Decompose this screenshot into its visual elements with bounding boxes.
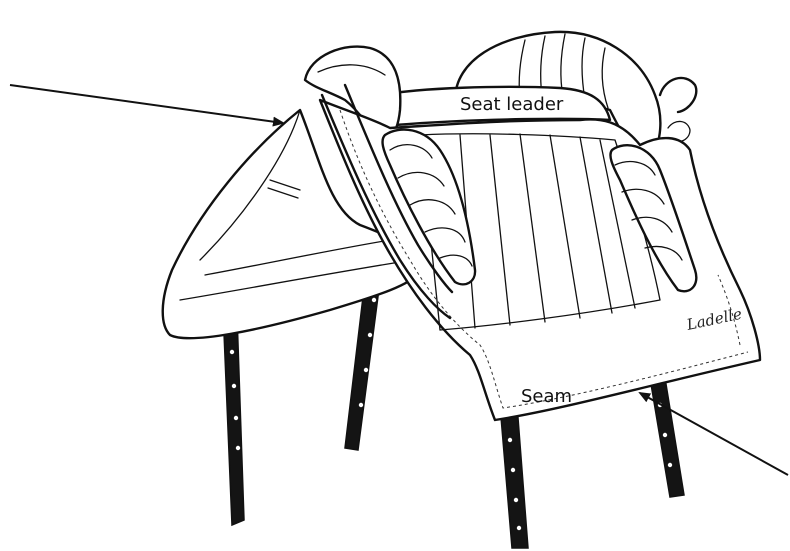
seam-label: Seam [521,388,572,406]
arrow-left-to-panel [10,85,283,123]
seat-leader-label: Seat leader [460,96,563,114]
right-front-strap [500,405,528,548]
buckle-ring [660,78,696,142]
right-rear-strap [650,378,684,497]
